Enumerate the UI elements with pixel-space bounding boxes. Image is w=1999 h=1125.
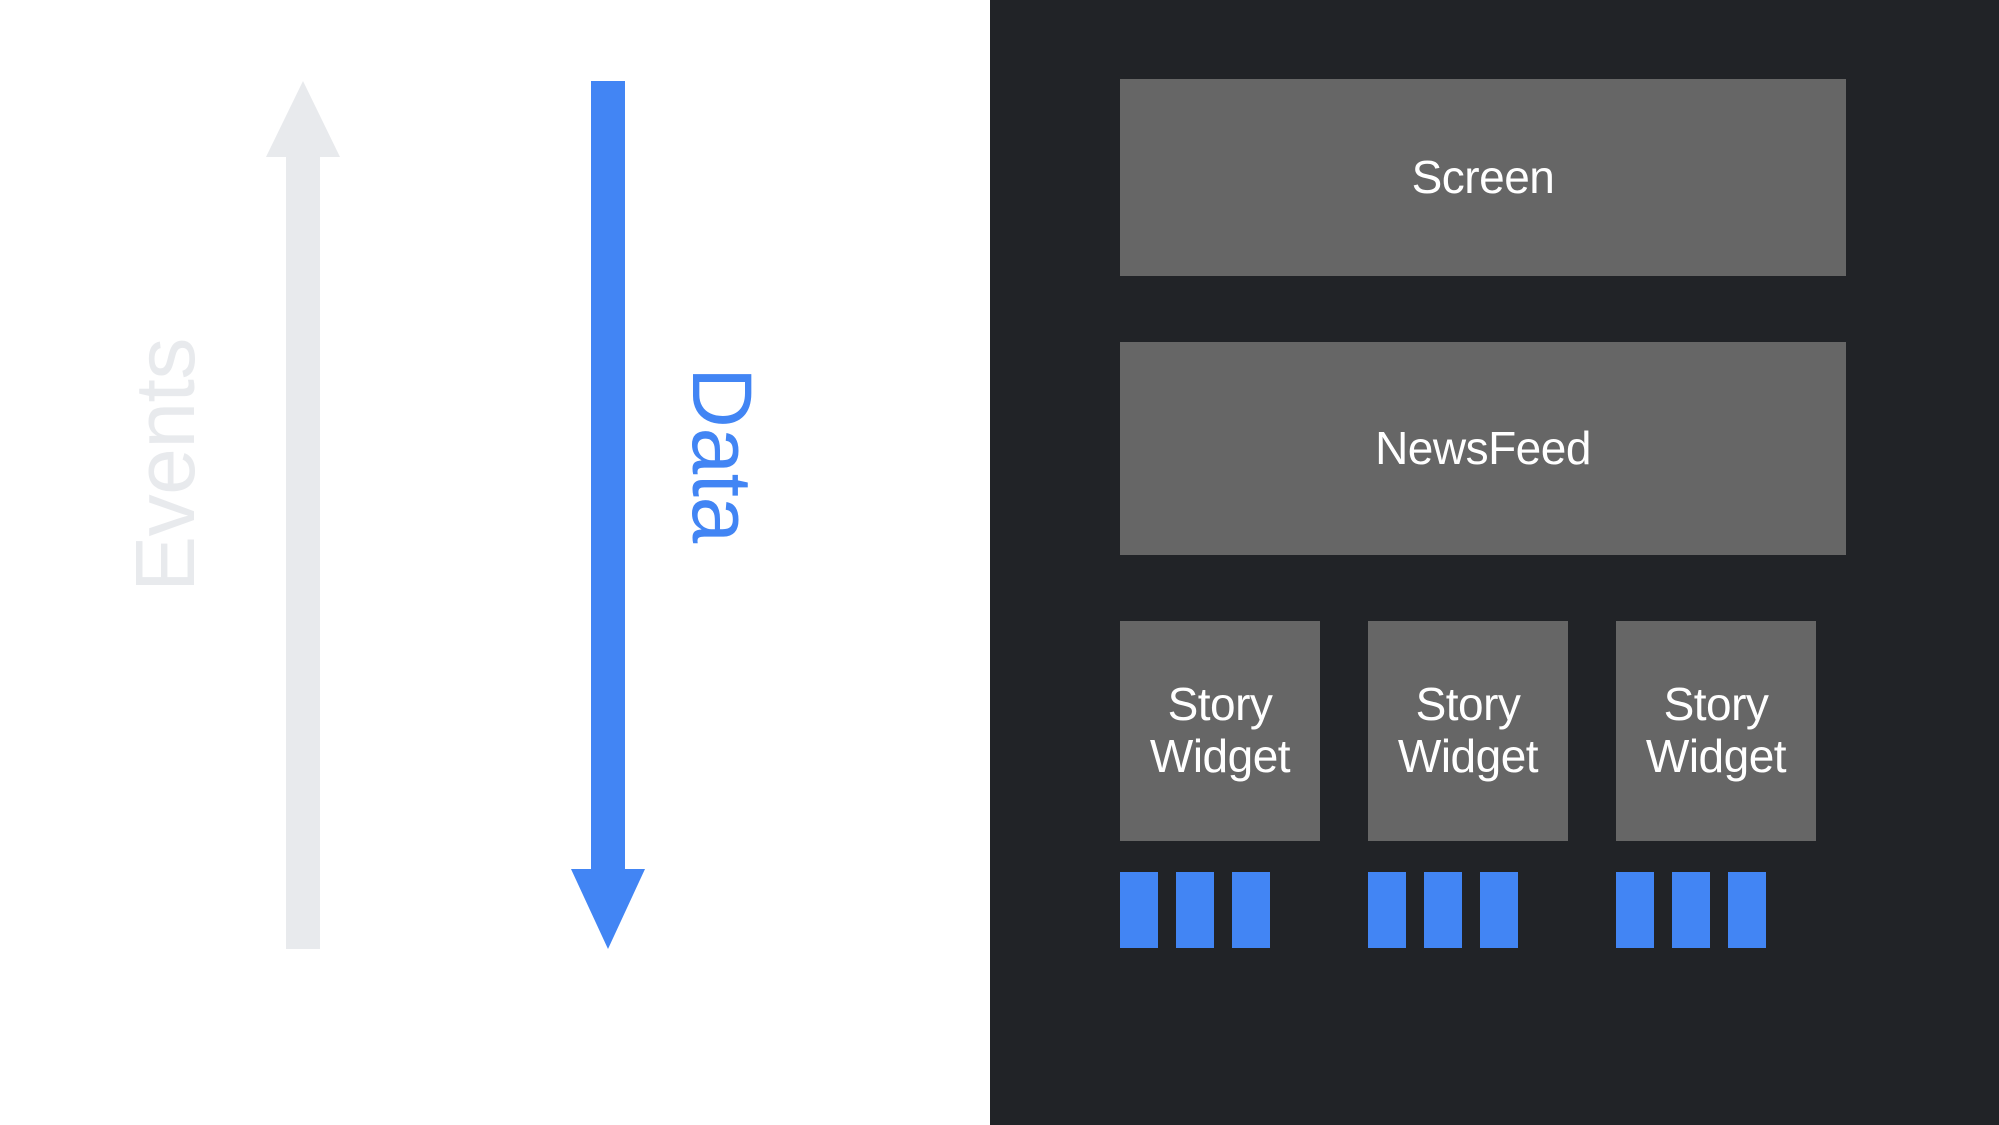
leaf-node[interactable]	[1424, 872, 1462, 948]
data-flow-label: Data	[675, 367, 769, 543]
node-story-widget[interactable]: Story Widget	[1368, 621, 1568, 841]
leaf-node-group	[1616, 872, 1766, 948]
component-tree-panel: Screen NewsFeed Story Widget Story Widge…	[990, 0, 1999, 1125]
leaf-node-group	[1120, 872, 1270, 948]
leaf-node-group	[1368, 872, 1518, 948]
leaf-node[interactable]	[1176, 872, 1214, 948]
flow-arrows-panel: Events Data	[0, 0, 990, 1125]
node-story-widget[interactable]: Story Widget	[1120, 621, 1320, 841]
events-flow-label: Events	[118, 338, 212, 592]
node-screen[interactable]: Screen	[1120, 79, 1846, 276]
leaf-node[interactable]	[1120, 872, 1158, 948]
leaf-node[interactable]	[1368, 872, 1406, 948]
node-story-widget[interactable]: Story Widget	[1616, 621, 1816, 841]
leaf-node[interactable]	[1232, 872, 1270, 948]
data-arrow-down-icon	[571, 81, 645, 949]
events-arrow-up-icon	[266, 81, 340, 949]
leaf-node[interactable]	[1616, 872, 1654, 948]
node-newsfeed[interactable]: NewsFeed	[1120, 342, 1846, 555]
leaf-node[interactable]	[1728, 872, 1766, 948]
leaf-node[interactable]	[1480, 872, 1518, 948]
leaf-node[interactable]	[1672, 872, 1710, 948]
